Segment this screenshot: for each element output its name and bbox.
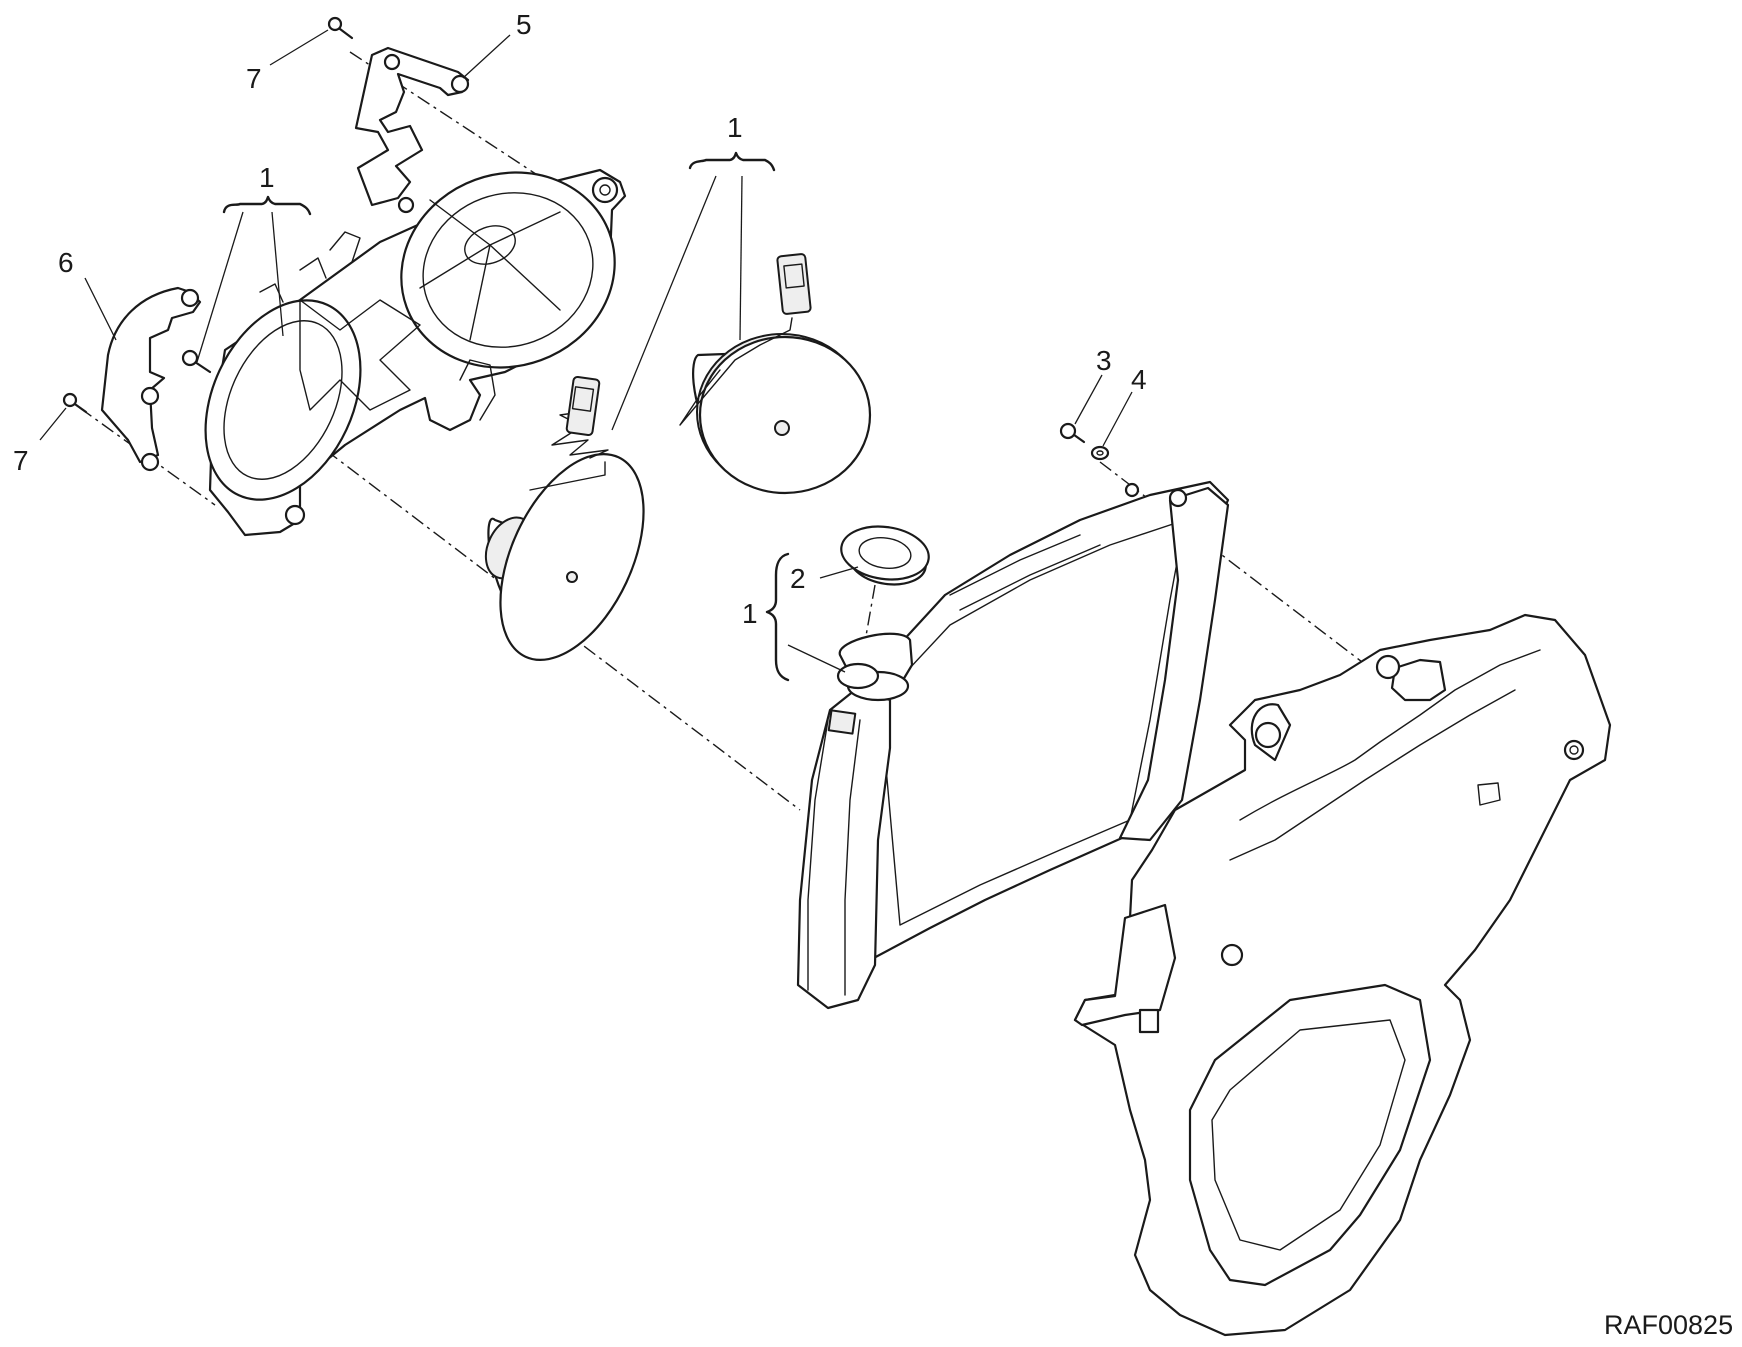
callout-3: 3 [1096, 345, 1112, 376]
leader-1-left-b [271, 211, 284, 337]
callout-1-middle: 1 [727, 112, 743, 143]
radiator-frame-cowl [1073, 613, 1612, 1337]
bracket-1-radiator [765, 552, 790, 682]
screw-part-1-shroud [181, 349, 212, 374]
leader-1-left-a [196, 211, 244, 363]
leader-1-middle-a [611, 175, 717, 431]
leader-2 [819, 566, 859, 579]
radiator-core [796, 480, 1230, 1010]
callout-2: 2 [790, 563, 806, 594]
leader-lines [39, 29, 1133, 682]
upper-bracket-part-5 [354, 46, 470, 214]
leader-4 [1102, 391, 1133, 447]
fan-shroud-frame [204, 168, 627, 537]
leader-1-radiator [787, 644, 846, 673]
screw-part-3 [1059, 422, 1086, 444]
callout-4: 4 [1131, 364, 1147, 395]
callout-5: 5 [516, 9, 532, 40]
bracket-1-middle [688, 151, 776, 172]
leader-1-middle-b [739, 175, 743, 341]
screw-part-7-left [62, 392, 88, 414]
leader-7-top [269, 29, 329, 66]
fasteners [62, 16, 1110, 461]
side-cover-part-6 [100, 286, 202, 472]
screw-part-7-top [327, 16, 354, 40]
callout-1-radiator: 1 [742, 598, 758, 629]
washer-part-4 [1090, 445, 1110, 461]
leader-6 [84, 277, 117, 341]
callout-7-top: 7 [246, 63, 262, 94]
callout-1-left: 1 [259, 162, 275, 193]
leader-7-left [39, 407, 67, 441]
callout-labels: 5 7 1 6 7 1 2 1 3 4 [13, 9, 1147, 629]
drawing-code: RAF00825 [1604, 1310, 1733, 1340]
leader-5 [462, 34, 511, 79]
callout-6: 6 [58, 247, 74, 278]
bracket-1-left [222, 195, 312, 216]
callout-7-left: 7 [13, 445, 29, 476]
filler-cap-part-2 [840, 525, 930, 586]
left-fan-motor [484, 375, 645, 661]
leader-3 [1074, 374, 1103, 425]
right-fan-motor [679, 253, 872, 495]
